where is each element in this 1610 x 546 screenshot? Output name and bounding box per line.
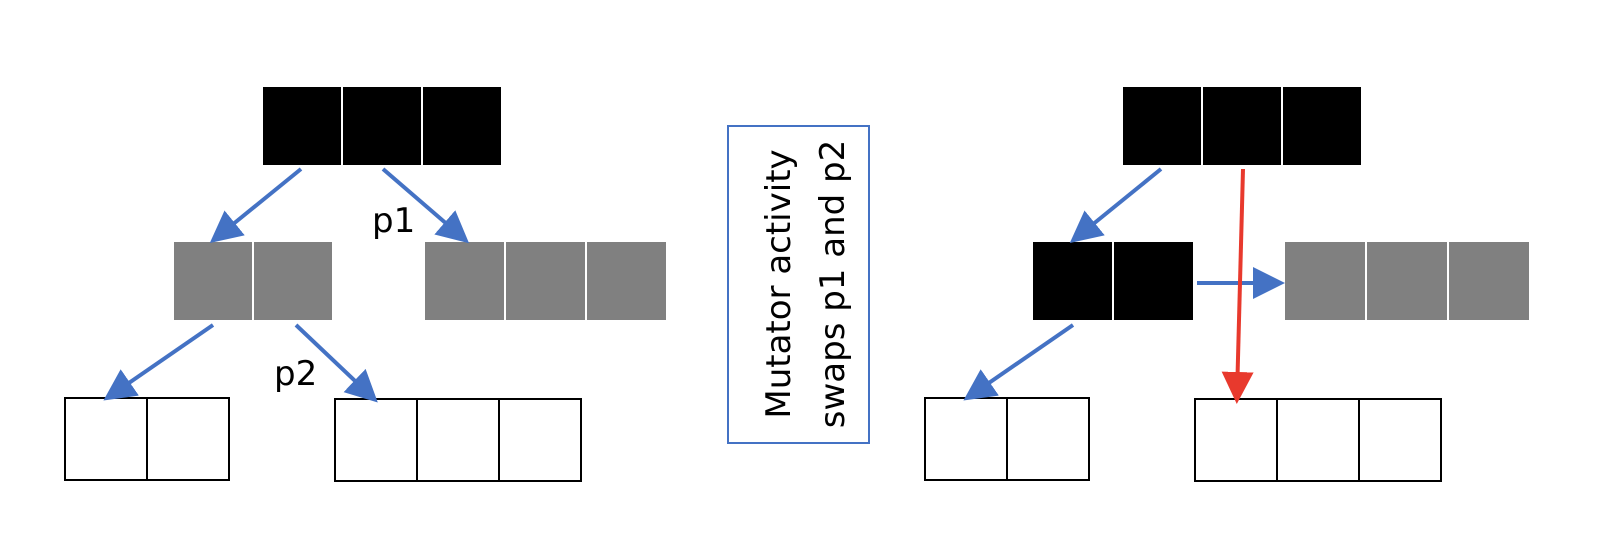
after-gray-right-cell-3 <box>1447 240 1531 322</box>
after-black-left-cell-1 <box>1031 240 1114 322</box>
before-gray-left-cell-2 <box>252 240 334 322</box>
mutator-note-box <box>727 125 870 444</box>
before-gray-right-cell-1 <box>423 240 506 322</box>
mutator-note: Mutator activity swaps p1 and p2 <box>727 125 870 444</box>
after-black-object-left <box>1031 240 1195 322</box>
before-white-object-left <box>64 397 230 481</box>
mutator-note-line-2: swaps p1 and p2 <box>813 140 853 428</box>
before-white-right-cell-1 <box>334 398 418 482</box>
before-white-object-right <box>334 398 582 482</box>
before-gray-object-left <box>172 240 334 322</box>
before-diagram: p1 p2 <box>64 85 668 482</box>
before-gray-object-right <box>423 240 668 322</box>
after-root-cell-2 <box>1201 85 1283 167</box>
before-root-cell-2 <box>341 85 423 167</box>
after-root-object <box>1121 85 1363 167</box>
after-white-right-cell-2 <box>1276 398 1360 482</box>
after-edge-black-to-white-left <box>963 323 1075 401</box>
after-diagram <box>924 85 1531 482</box>
before-root-object <box>261 85 503 167</box>
after-white-left-cell-1 <box>924 397 1008 481</box>
before-edge-gray-to-white-left <box>103 323 215 401</box>
after-gray-right-cell-1 <box>1283 240 1367 322</box>
after-root-cell-3 <box>1281 85 1363 167</box>
before-gray-right-cell-3 <box>585 240 668 322</box>
before-gray-left-cell-1 <box>172 240 254 322</box>
before-gray-right-cell-2 <box>504 240 587 322</box>
after-edge-root-to-white-right-red <box>1221 168 1254 404</box>
before-edge-p2-gray-to-white-right <box>294 323 378 403</box>
after-white-object-left <box>924 397 1090 481</box>
after-white-object-right <box>1194 398 1442 482</box>
after-white-right-cell-1 <box>1194 398 1278 482</box>
before-edge-root-to-gray-left <box>209 167 303 244</box>
after-edge-root-to-black-left <box>1069 167 1163 244</box>
after-white-left-cell-2 <box>1006 397 1090 481</box>
before-edge-p1-root-to-gray-right <box>381 167 470 244</box>
before-white-right-cell-3 <box>498 398 582 482</box>
after-root-cell-1 <box>1121 85 1203 167</box>
before-label-p1: p1 <box>372 201 415 241</box>
before-white-left-cell-2 <box>146 397 230 481</box>
after-white-right-cell-3 <box>1358 398 1442 482</box>
after-black-left-cell-2 <box>1112 240 1195 322</box>
before-root-cell-1 <box>261 85 343 167</box>
mutator-note-line-1: Mutator activity <box>759 149 799 418</box>
before-white-left-cell-1 <box>64 397 148 481</box>
before-white-right-cell-2 <box>416 398 500 482</box>
after-gray-right-cell-2 <box>1365 240 1449 322</box>
before-root-cell-3 <box>421 85 503 167</box>
before-label-p2: p2 <box>274 354 317 394</box>
after-gray-object-right <box>1283 240 1531 322</box>
